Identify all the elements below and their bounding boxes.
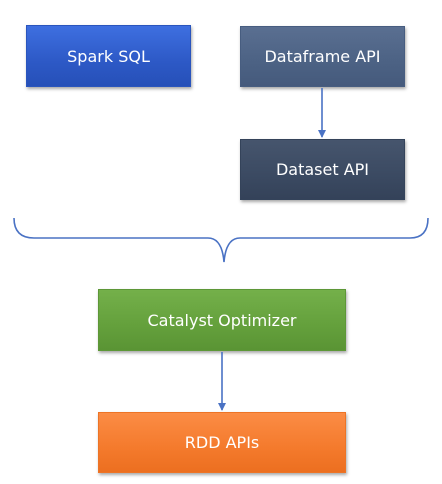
- dataframe-api-node: Dataframe API: [240, 26, 405, 87]
- catalyst-optimizer-label: Catalyst Optimizer: [147, 310, 297, 330]
- grouping-brace: [13, 217, 429, 263]
- spark-sql-label: Spark SQL: [67, 46, 150, 66]
- dataframe-api-label: Dataframe API: [264, 47, 381, 66]
- dataset-api-label: Dataset API: [275, 160, 370, 179]
- rdd-apis-node: RDD APIs: [98, 412, 346, 473]
- rdd-apis-label: RDD APIs: [184, 433, 260, 452]
- spark-sql-node: Spark SQL: [26, 25, 191, 87]
- catalyst-optimizer-node: Catalyst Optimizer: [98, 289, 346, 351]
- dataset-api-node: Dataset API: [240, 139, 405, 200]
